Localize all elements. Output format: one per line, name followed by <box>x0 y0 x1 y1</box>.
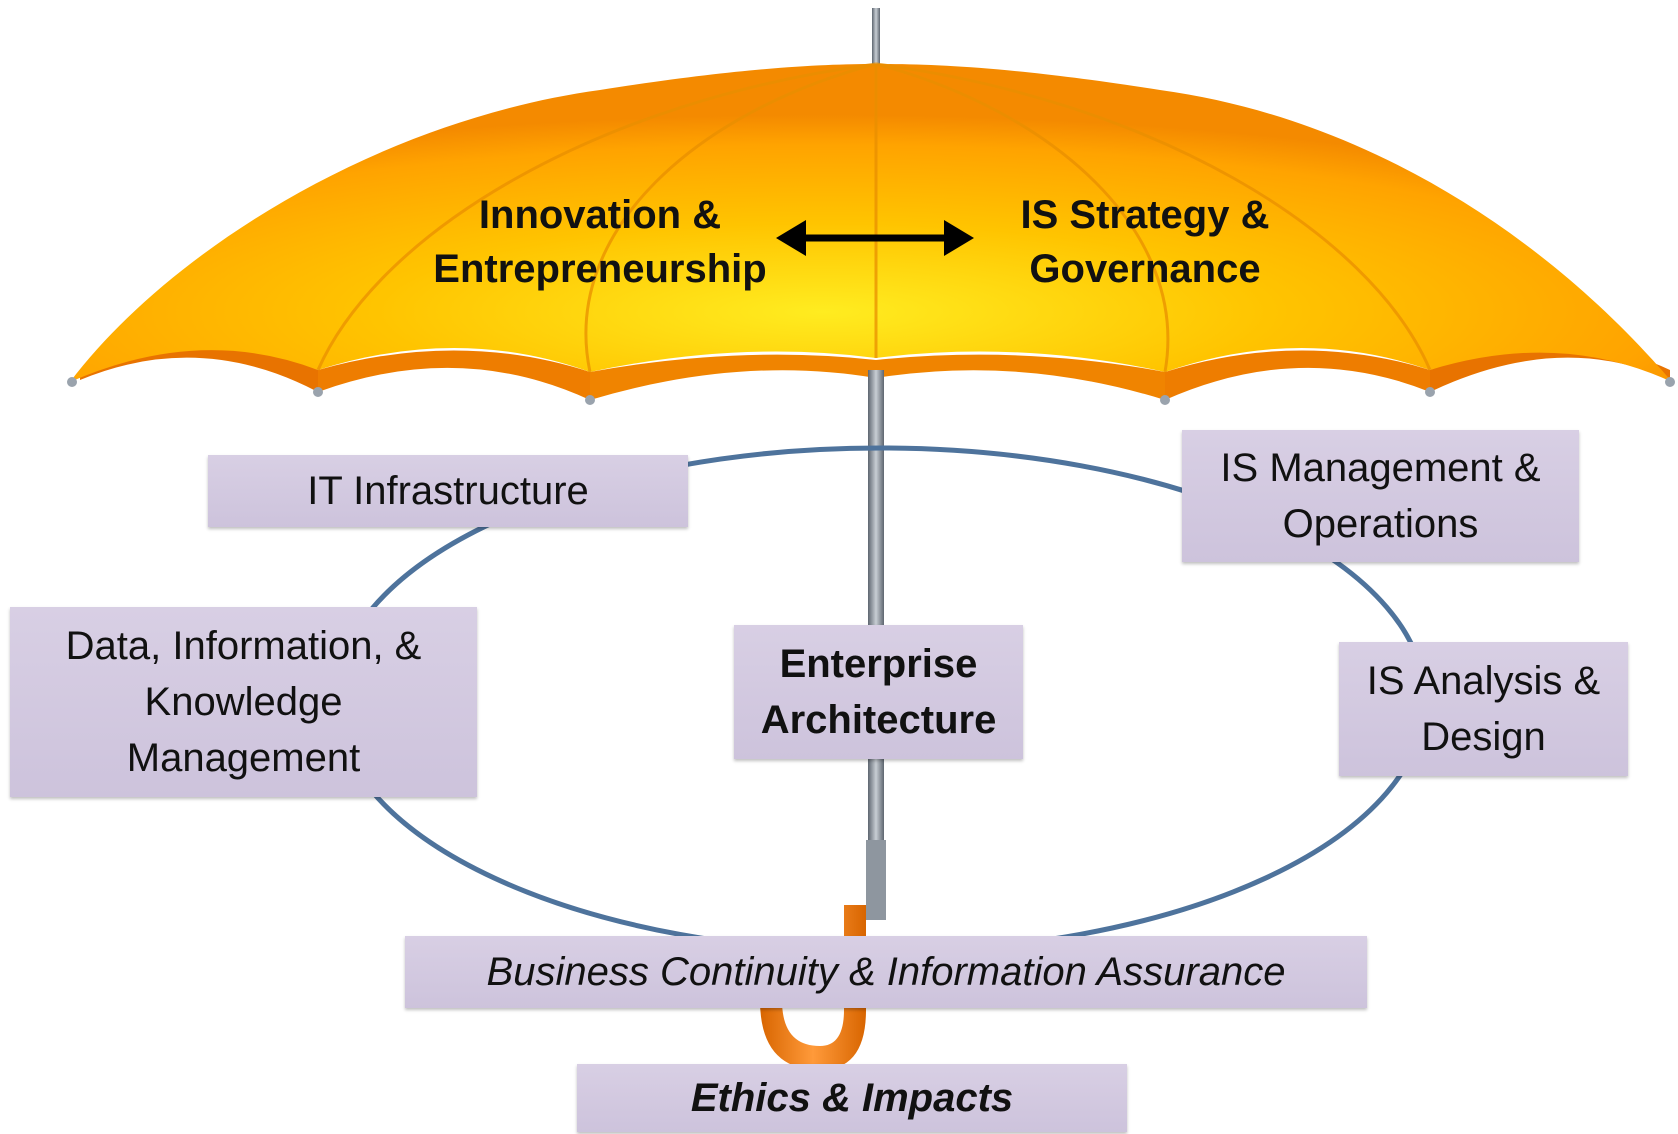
strategy-label: IS Strategy & Governance <box>1020 193 1270 291</box>
ethics-box: Ethics & Impacts <box>577 1064 1127 1132</box>
data-information-box: Data, Information, & Knowledge Managemen… <box>10 607 477 797</box>
enterprise-architecture-box: Enterprise Architecture <box>734 625 1023 759</box>
canopy-seams <box>316 62 1432 373</box>
umbrella-tip <box>872 8 880 78</box>
is-analysis-box: IS Analysis & Design <box>1339 642 1628 776</box>
is-management-box: IS Management & Operations <box>1182 430 1579 562</box>
it-infrastructure-box: IT Infrastructure <box>208 455 688 527</box>
business-continuity-box: Business Continuity & Information Assura… <box>405 936 1367 1008</box>
umbrella-handle <box>760 905 866 1070</box>
shaft-collar <box>866 840 886 920</box>
innovation-label: Innovation & Entrepreneurship <box>433 193 767 291</box>
double-arrow-icon <box>776 220 974 256</box>
canopy <box>70 64 1672 382</box>
